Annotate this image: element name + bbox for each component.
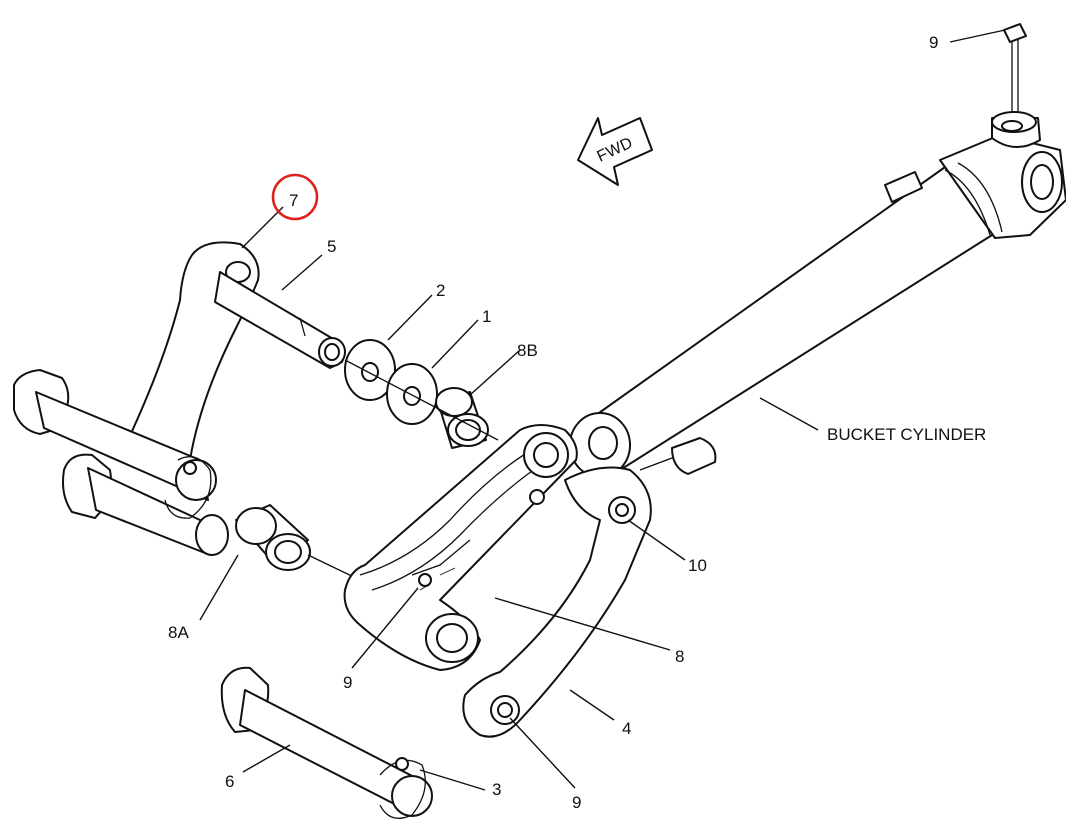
- link-7: [127, 241, 260, 471]
- callout-8b: 8B: [517, 341, 538, 360]
- center-link-8: [343, 424, 578, 671]
- mounting-pin-left: [13, 369, 217, 501]
- pin-6: [220, 666, 433, 817]
- leader-lines: [199, 29, 1006, 791]
- callout-5: 5: [327, 237, 336, 256]
- callout-9-bottom: 9: [572, 793, 581, 812]
- callout-6: 6: [225, 772, 234, 791]
- callout-8a: 8A: [168, 623, 189, 642]
- bearing-8b: [435, 387, 489, 449]
- callout-labels: 9 7 5 2 1 8B BUCKET CYLINDER 10 8A 8 9 4…: [168, 33, 986, 812]
- grease-fitting-top: [1003, 23, 1027, 112]
- bearing-8a: [235, 504, 311, 571]
- washer-2: [344, 339, 396, 401]
- callout-9-top: 9: [929, 33, 938, 52]
- callout-8: 8: [675, 647, 684, 666]
- bucket-cylinder-label: BUCKET CYLINDER: [827, 425, 986, 444]
- callout-10: 10: [688, 556, 707, 575]
- clip-3: [379, 757, 426, 819]
- bucket-cylinder: [569, 111, 1066, 478]
- pin-5: [214, 271, 346, 369]
- callout-9-mid: 9: [343, 673, 352, 692]
- callout-4: 4: [622, 719, 631, 738]
- callout-1: 1: [482, 307, 491, 326]
- fwd-arrow: FWD: [577, 117, 653, 186]
- callout-3: 3: [492, 780, 501, 799]
- callout-7: 7: [289, 191, 298, 210]
- pin-assembly-left: [62, 453, 229, 556]
- washer-1: [386, 363, 438, 425]
- callout-2: 2: [436, 281, 445, 300]
- link-4: [462, 466, 652, 738]
- highlight-circle: [271, 173, 319, 221]
